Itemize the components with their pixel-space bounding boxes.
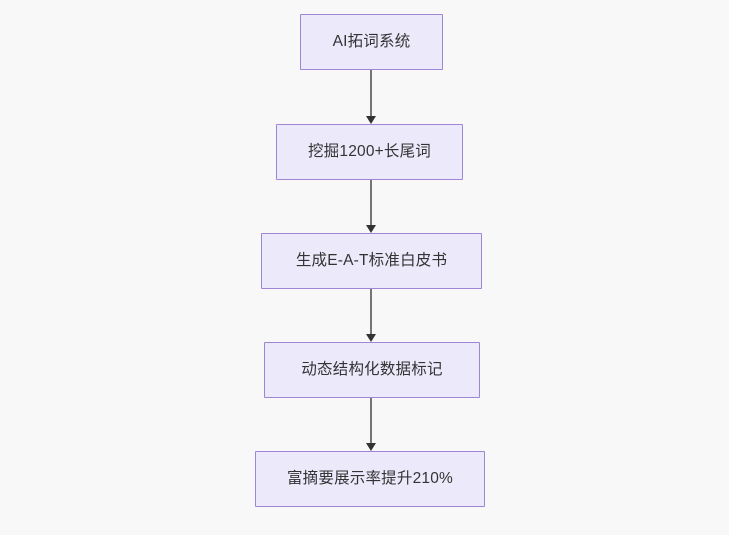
flow-node-label: 生成E-A-T标准白皮书 — [295, 252, 448, 270]
edge-line — [370, 398, 372, 443]
flow-node-dynamic-structured-data-markup[interactable]: 动态结构化数据标记 — [264, 342, 480, 398]
flow-node-generate-eat-whitepaper[interactable]: 生成E-A-T标准白皮书 — [261, 233, 482, 289]
edge-line — [370, 289, 372, 334]
flow-node-label: 富摘要展示率提升210% — [286, 470, 454, 488]
flow-node-rich-snippet-impression-lift[interactable]: 富摘要展示率提升210% — [255, 451, 485, 507]
edge-line — [370, 180, 372, 225]
flow-node-label: AI拓词系统 — [332, 33, 411, 51]
flow-node-ai-keyword-system[interactable]: AI拓词系统 — [300, 14, 443, 70]
arrowhead-icon — [366, 225, 376, 233]
edge-line — [370, 70, 372, 116]
arrowhead-icon — [366, 116, 376, 124]
arrowhead-icon — [366, 443, 376, 451]
arrowhead-icon — [366, 334, 376, 342]
flow-node-label: 动态结构化数据标记 — [301, 361, 443, 379]
flow-node-mine-longtail-keywords[interactable]: 挖掘1200+长尾词 — [276, 124, 463, 180]
flow-node-label: 挖掘1200+长尾词 — [307, 143, 432, 161]
